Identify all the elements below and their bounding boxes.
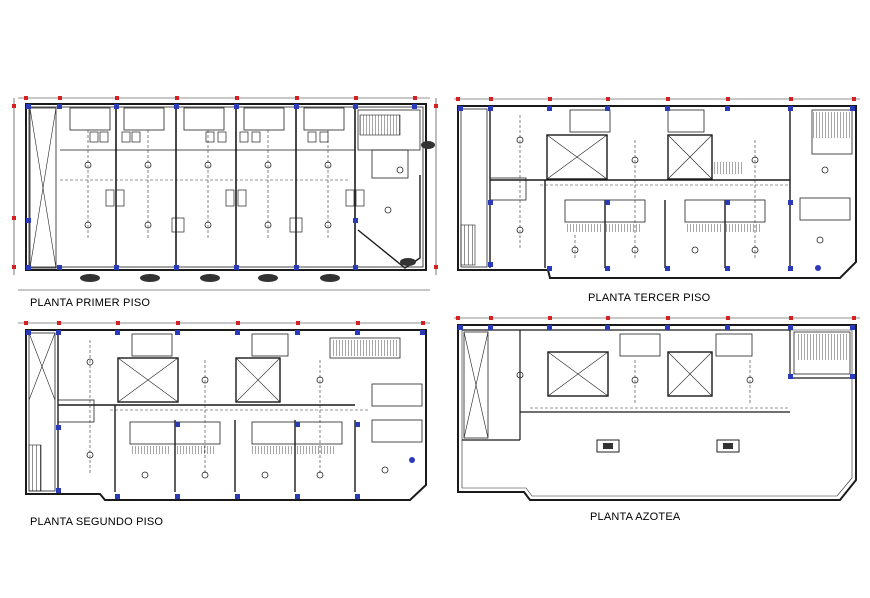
plan-azotea — [454, 316, 860, 501]
plan-title-primer-piso: PLANTA PRIMER PISO — [30, 297, 151, 309]
plan-primer-piso — [12, 96, 438, 291]
plan-title-segundo-piso: PLANTA SEGUNDO PISO — [30, 516, 164, 528]
plan-tercer-piso — [454, 97, 860, 279]
plan-segundo-piso — [18, 321, 430, 501]
plan-title-azotea: PLANTA AZOTEA — [590, 511, 681, 523]
plan-title-tercer-piso: PLANTA TERCER PISO — [588, 292, 711, 304]
